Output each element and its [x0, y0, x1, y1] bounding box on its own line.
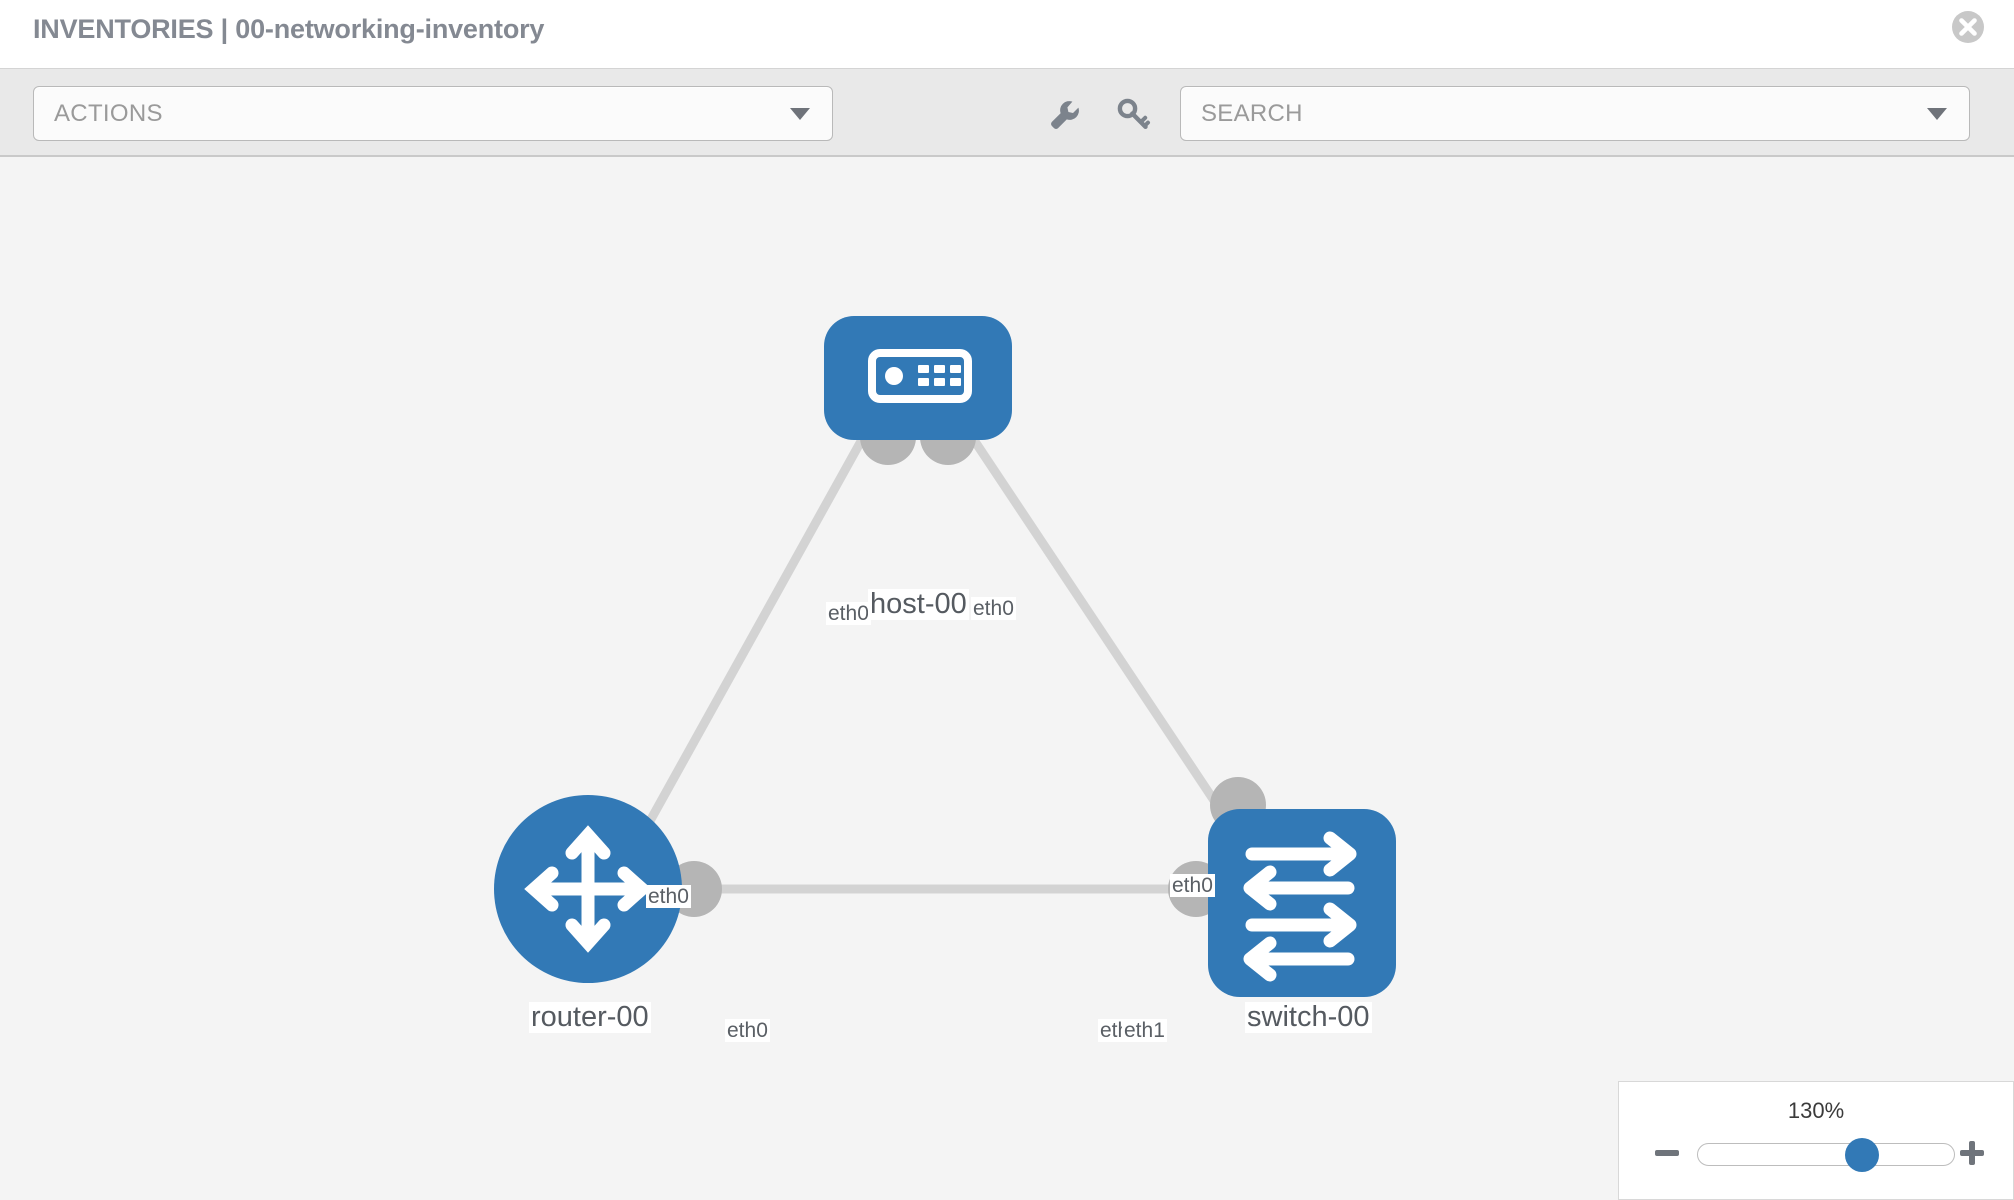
topology-links	[626, 404, 1250, 894]
zoom-slider-thumb[interactable]	[1845, 1138, 1879, 1172]
zoom-level-label: 130%	[1787, 1098, 1845, 1123]
node-router-00[interactable]	[494, 795, 682, 983]
node-host-00[interactable]	[824, 316, 1012, 440]
actions-dropdown[interactable]: ACTIONS	[33, 86, 833, 141]
wrench-icon[interactable]	[1046, 96, 1084, 134]
node-label-switch-00: switch-00	[1245, 1001, 1372, 1033]
topology-connectors	[666, 409, 1266, 917]
zoom-control-panel: 130%	[1618, 1081, 2014, 1200]
link-host00-switch00[interactable]	[948, 404, 1249, 850]
iface-label: eth0	[826, 602, 871, 625]
close-circle-icon	[1952, 11, 1984, 43]
zoom-in-button[interactable]	[1957, 1138, 1987, 1168]
page-title: INVENTORIES | 00-networking-inventory	[33, 14, 545, 44]
plus-icon	[1960, 1141, 1984, 1165]
iface-label: eth1	[1122, 1019, 1167, 1042]
key-icon[interactable]	[1114, 96, 1152, 134]
zoom-slider[interactable]	[1697, 1138, 1955, 1172]
close-button[interactable]	[1949, 8, 1987, 46]
node-label-host-00: host-00	[868, 588, 969, 620]
search-input-placeholder: SEARCH	[1201, 99, 1303, 127]
link-host00-router00[interactable]	[626, 404, 884, 860]
iface-label: eth0	[971, 597, 1016, 620]
iface-label: eth0	[1170, 874, 1215, 897]
topology-canvas[interactable]: eth0 eth0 eth0 eth0 eth0 eth0 eth1 host-…	[0, 157, 2014, 1200]
node-switch-00[interactable]	[1208, 809, 1396, 997]
chevron-down-icon	[790, 107, 810, 120]
chevron-down-icon	[1927, 107, 1947, 120]
topology-graph	[494, 316, 1396, 997]
iface-label: eth0	[725, 1019, 770, 1042]
actions-dropdown-label: ACTIONS	[54, 99, 163, 127]
search-dropdown[interactable]: SEARCH	[1180, 86, 1970, 141]
node-label-router-00: router-00	[529, 1001, 651, 1033]
zoom-out-button[interactable]	[1652, 1138, 1682, 1168]
minus-icon	[1655, 1150, 1679, 1156]
iface-label: eth0	[646, 885, 691, 908]
page-header: INVENTORIES | 00-networking-inventory	[0, 0, 2014, 68]
toolbar: ACTIONS SEARCH	[0, 68, 2014, 157]
